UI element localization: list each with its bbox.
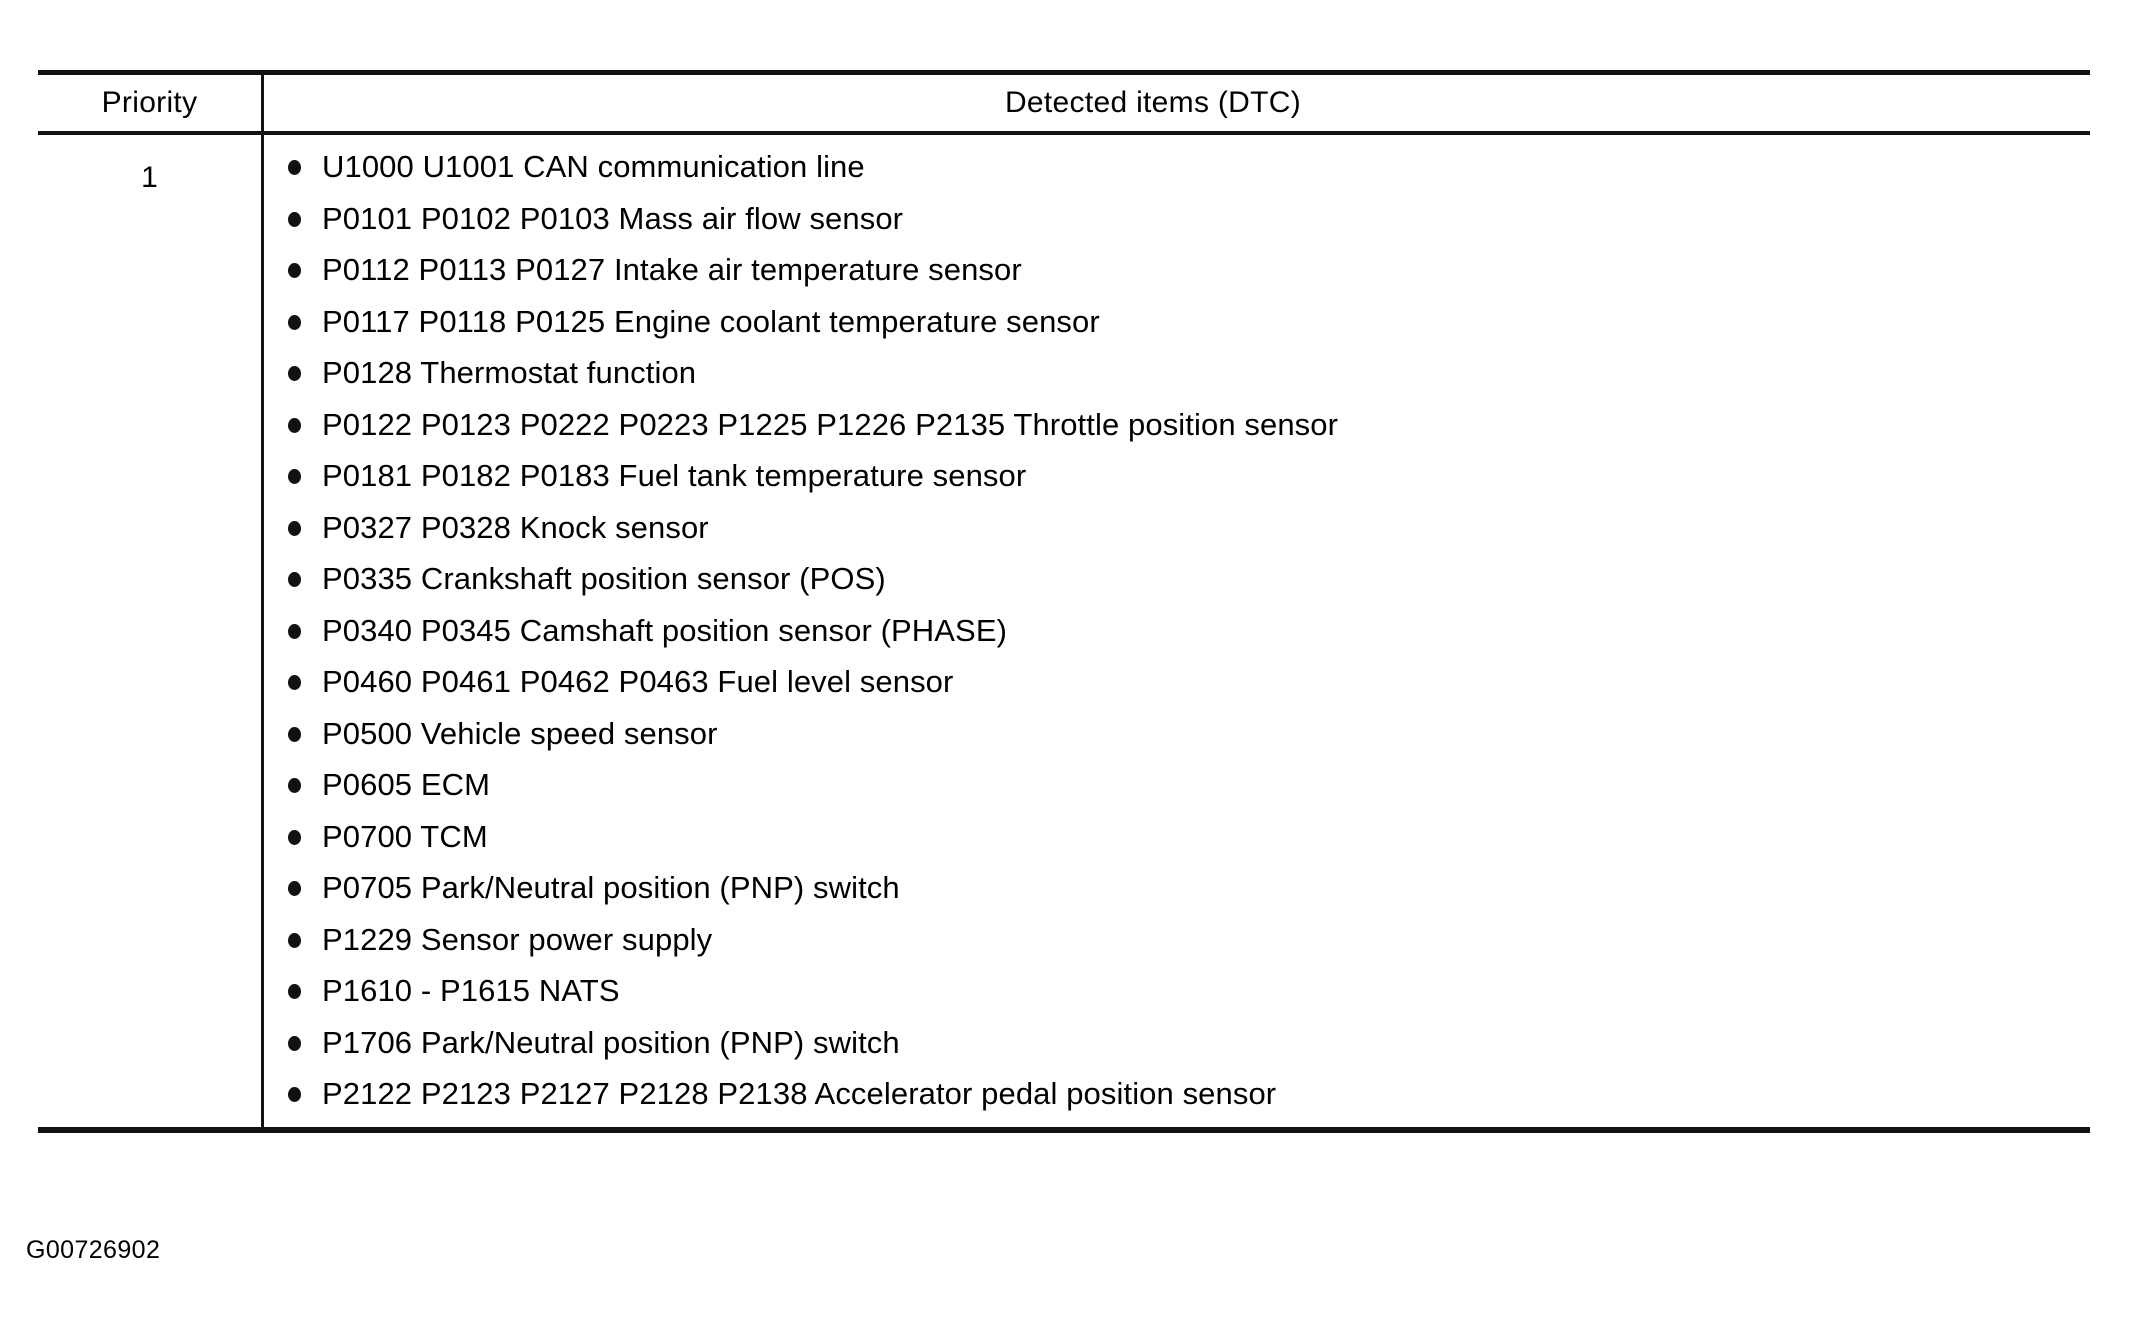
dtc-item-text: P0340 P0345 Camshaft position sensor (PH…: [322, 612, 1008, 648]
dtc-item-text: P0128 Thermostat function: [322, 355, 697, 390]
bullet-icon: [288, 932, 301, 948]
table-bottom-border: [38, 1127, 2090, 1133]
bullet-icon: [288, 881, 301, 896]
dtc-item-text: P1229 Sensor power supply: [322, 921, 713, 957]
priority-value: 1: [141, 161, 158, 194]
list-item: P0605 ECM: [286, 769, 2090, 800]
list-item: P0500 Vehicle speed sensor: [286, 718, 2090, 749]
table-header-row: Priority Detected items (DTC): [38, 75, 2090, 131]
dtc-list: U1000 U1001 CAN communication line P0101…: [286, 135, 2090, 1127]
dtc-item-text: P1706 Park/Neutral position (PNP) switch: [322, 1024, 900, 1060]
bullet-icon: [288, 366, 301, 381]
bullet-icon: [288, 829, 301, 845]
column-header-priority-label: Priority: [101, 86, 198, 119]
bullet-icon: [288, 1035, 301, 1051]
dtc-item-text: P0500 Vehicle speed sensor: [322, 715, 718, 751]
dtc-item-text: P0705 Park/Neutral position (PNP) switch: [322, 870, 900, 905]
detected-items-cell: U1000 U1001 CAN communication line P0101…: [261, 135, 2090, 1127]
list-item: P0101 P0102 P0103 Mass air flow sensor: [286, 203, 2090, 234]
list-item: P1610 - P1615 NATS: [286, 975, 2090, 1006]
bullet-icon: [288, 726, 301, 742]
dtc-item-text: P0181 P0182 P0183 Fuel tank temperature …: [322, 458, 1027, 493]
bullet-icon: [288, 469, 301, 484]
list-item: P0335 Crankshaft position sensor (POS): [286, 563, 2090, 594]
bullet-icon: [288, 417, 301, 433]
table-header-separator: [38, 131, 2090, 135]
list-item: U1000 U1001 CAN communication line: [286, 151, 2090, 182]
list-item: P0327 P0328 Knock sensor: [286, 512, 2090, 543]
dtc-item-text: P0122 P0123 P0222 P0223 P1225 P1226 P213…: [322, 406, 1339, 442]
dtc-item-text: P0101 P0102 P0103 Mass air flow sensor: [322, 200, 904, 236]
priority-cell: 1: [38, 135, 261, 193]
bullet-icon: [288, 520, 301, 536]
list-item: P0460 P0461 P0462 P0463 Fuel level senso…: [286, 666, 2090, 697]
figure-code: G00726902: [26, 1236, 161, 1264]
dtc-item-text: U1000 U1001 CAN communication line: [322, 149, 865, 184]
list-item: P0181 P0182 P0183 Fuel tank temperature …: [286, 460, 2090, 491]
list-item: P2122 P2123 P2127 P2128 P2138 Accelerato…: [286, 1078, 2090, 1109]
list-item: P0340 P0345 Camshaft position sensor (PH…: [286, 615, 2090, 646]
dtc-item-text: P0112 P0113 P0127 Intake air temperature…: [322, 252, 1022, 287]
column-header-priority-cell: Priority: [38, 86, 261, 120]
column-header-detected-items-label: Detected items (DTC): [1004, 86, 1302, 119]
dtc-item-text: P0327 P0328 Knock sensor: [322, 509, 709, 545]
list-item: P0112 P0113 P0127 Intake air temperature…: [286, 254, 2090, 285]
list-item: P0122 P0123 P0222 P0223 P1225 P1226 P213…: [286, 409, 2090, 440]
table-top-border: [38, 70, 2090, 75]
list-item: P1706 Park/Neutral position (PNP) switch: [286, 1027, 2090, 1058]
bullet-icon: [288, 675, 301, 690]
dtc-item-text: P0460 P0461 P0462 P0463 Fuel level senso…: [322, 664, 954, 699]
list-item: P0128 Thermostat function: [286, 357, 2090, 388]
dtc-item-text: P0117 P0118 P0125 Engine coolant tempera…: [322, 303, 1100, 339]
bullet-icon: [288, 1087, 301, 1102]
dtc-priority-table: Priority Detected items (DTC) 1 U1000 U1…: [38, 70, 2090, 1133]
bullet-icon: [288, 623, 301, 639]
bullet-icon: [288, 314, 301, 330]
bullet-icon: [288, 984, 301, 999]
dtc-item-text: P2122 P2123 P2127 P2128 P2138 Accelerato…: [322, 1076, 1277, 1111]
dtc-item-text: P1610 - P1615 NATS: [322, 973, 620, 1008]
bullet-icon: [288, 778, 301, 793]
column-header-detected-items-cell: Detected items (DTC): [261, 75, 2090, 131]
list-item: P0117 P0118 P0125 Engine coolant tempera…: [286, 306, 2090, 337]
bullet-icon: [288, 160, 301, 175]
bullet-icon: [288, 211, 301, 227]
list-item: P0700 TCM: [286, 821, 2090, 852]
list-item: P0705 Park/Neutral position (PNP) switch: [286, 872, 2090, 903]
dtc-item-text: P0605 ECM: [322, 767, 491, 802]
table-row: 1 U1000 U1001 CAN communication line P01…: [38, 135, 2090, 1127]
bullet-icon: [288, 572, 301, 587]
bullet-icon: [288, 263, 301, 278]
dtc-item-text: P0335 Crankshaft position sensor (POS): [322, 561, 886, 596]
dtc-item-text: P0700 TCM: [322, 818, 488, 854]
list-item: P1229 Sensor power supply: [286, 924, 2090, 955]
